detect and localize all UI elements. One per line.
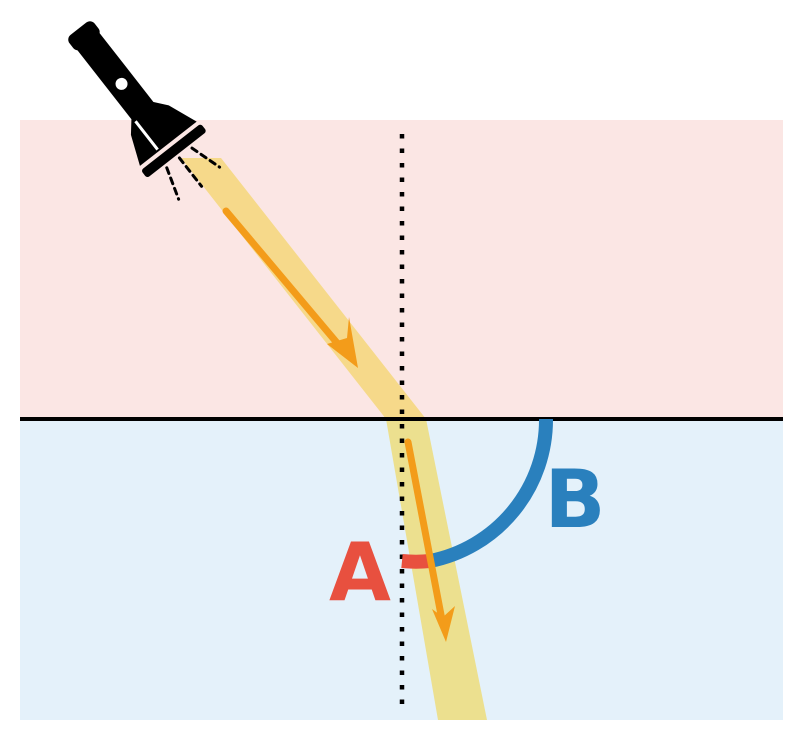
refracted-beam bbox=[386, 419, 487, 720]
refracted-arrow bbox=[404, 438, 455, 642]
angle-a-label: A bbox=[329, 526, 391, 619]
angle-b-arc bbox=[428, 418, 554, 568]
incident-beam bbox=[181, 158, 426, 419]
angle-b-label: B bbox=[545, 453, 606, 546]
angle-a-arc bbox=[401, 554, 431, 569]
incident-arrow bbox=[222, 207, 358, 368]
flashlight-icon bbox=[68, 21, 222, 201]
